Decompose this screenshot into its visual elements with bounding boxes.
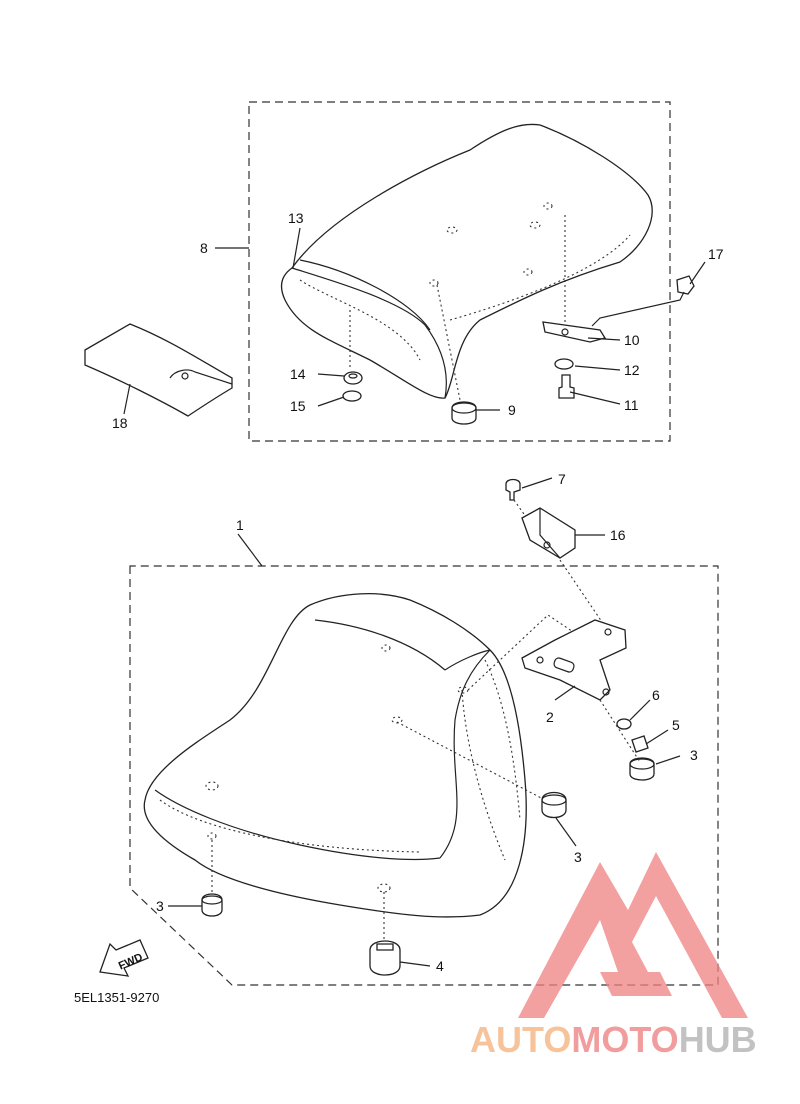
bracket-16 [521,507,576,559]
watermark-text: AUTOMOTOHUB [470,1019,757,1060]
callout-6: 6 [652,687,660,703]
callout-16: 16 [610,527,626,543]
callout-1: 1 [236,517,244,533]
callout-17: 17 [708,246,724,262]
bracket-10 [542,321,607,343]
callout-3-right: 3 [574,849,582,865]
washer-6 [616,718,632,730]
callout-8: 8 [200,240,208,256]
callout-3-upper: 3 [690,747,698,763]
washer-12 [554,358,574,370]
watermark-auto: AUTO [470,1019,571,1060]
bracket-assembly [505,477,681,781]
main-seat [143,593,527,918]
washer-15 [342,390,362,402]
drawing-code: 5EL1351-9270 [74,990,159,1005]
watermark-hub: HUB [679,1019,757,1060]
callout-18: 18 [112,415,128,431]
callout-9: 9 [508,402,516,418]
bracket-2 [521,619,627,701]
fwd-arrow [99,939,149,977]
callout-7: 7 [558,471,566,487]
main-seat-group-box [129,565,719,986]
callout-labels: 1 2 3 3 3 4 5 6 7 8 9 10 11 12 13 14 15 … [74,210,724,1005]
automotohub-logo [518,852,748,1018]
pouch-18 [84,323,233,417]
svg-text:AUTOMOTOHUB: AUTOMOTOHUB [470,1019,757,1060]
callout-11: 11 [624,397,639,413]
callout-2: 2 [546,709,554,725]
rear-seat-group-box [248,101,671,442]
bolt-11 [558,374,575,399]
rear-seat [280,123,653,399]
main-seat-group [99,533,719,986]
damper-3-left [201,893,223,917]
bolt-7 [505,478,521,501]
callout-13: 13 [288,210,304,226]
clip-17 [676,275,695,295]
callout-10: 10 [624,332,640,348]
callout-15: 15 [290,398,306,414]
callout-5: 5 [672,717,680,733]
rear-seat-group [215,101,706,442]
callout-3-left: 3 [156,898,164,914]
watermark-moto: MOTO [571,1019,678,1060]
bolt-5 [631,735,649,753]
callout-4: 4 [436,958,444,974]
callout-12: 12 [624,362,640,378]
callout-14: 14 [290,366,306,382]
